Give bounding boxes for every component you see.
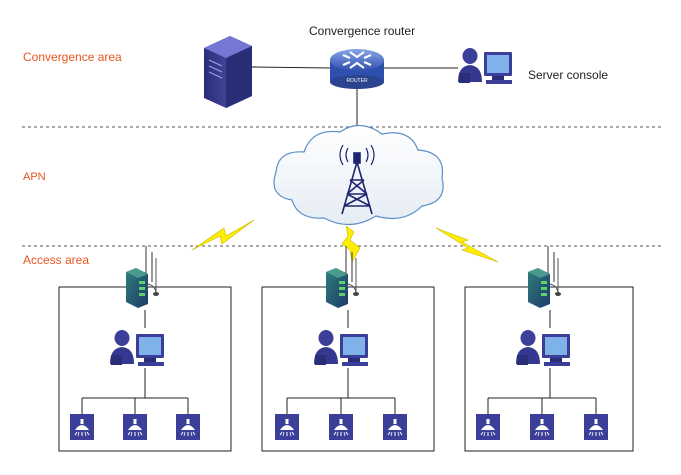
lamp-icon: [382, 413, 408, 441]
access-site-1: [58, 245, 232, 452]
link-server-router: [249, 66, 331, 69]
lightning-icon: [435, 227, 499, 263]
server-tower-icon: [204, 36, 252, 108]
cell-tower-icon: [339, 144, 375, 215]
access-site-2: [261, 245, 435, 452]
operator-console-icon: [458, 48, 512, 84]
access-site-3: [464, 245, 634, 452]
lamp-icon: [122, 413, 148, 441]
zone-label-access: Access area: [23, 253, 90, 267]
operator-console-icon: [516, 330, 570, 366]
zone-label-apn: APN: [23, 171, 46, 183]
lamp-icon: [69, 413, 95, 441]
cloud-icon: [273, 124, 444, 226]
console-label: Server console: [528, 68, 609, 82]
lightning-icon: [341, 225, 361, 263]
operator-console-icon: [314, 330, 368, 366]
lamp-icon: [274, 413, 300, 441]
gateway-modem-icon: [527, 245, 562, 309]
router-badge: ROUTER: [346, 78, 368, 84]
lamp-icon: [328, 413, 354, 441]
operator-console-icon: [110, 330, 164, 366]
lamp-icon: [583, 413, 609, 441]
router-icon: [330, 49, 384, 89]
zone-label-convergence: Convergence area: [23, 50, 122, 64]
lamp-icon: [175, 413, 201, 441]
gateway-modem-icon: [125, 245, 160, 309]
router-label: Convergence router: [309, 24, 416, 38]
lamp-icon: [529, 413, 555, 441]
lamp-icon: [475, 413, 501, 441]
